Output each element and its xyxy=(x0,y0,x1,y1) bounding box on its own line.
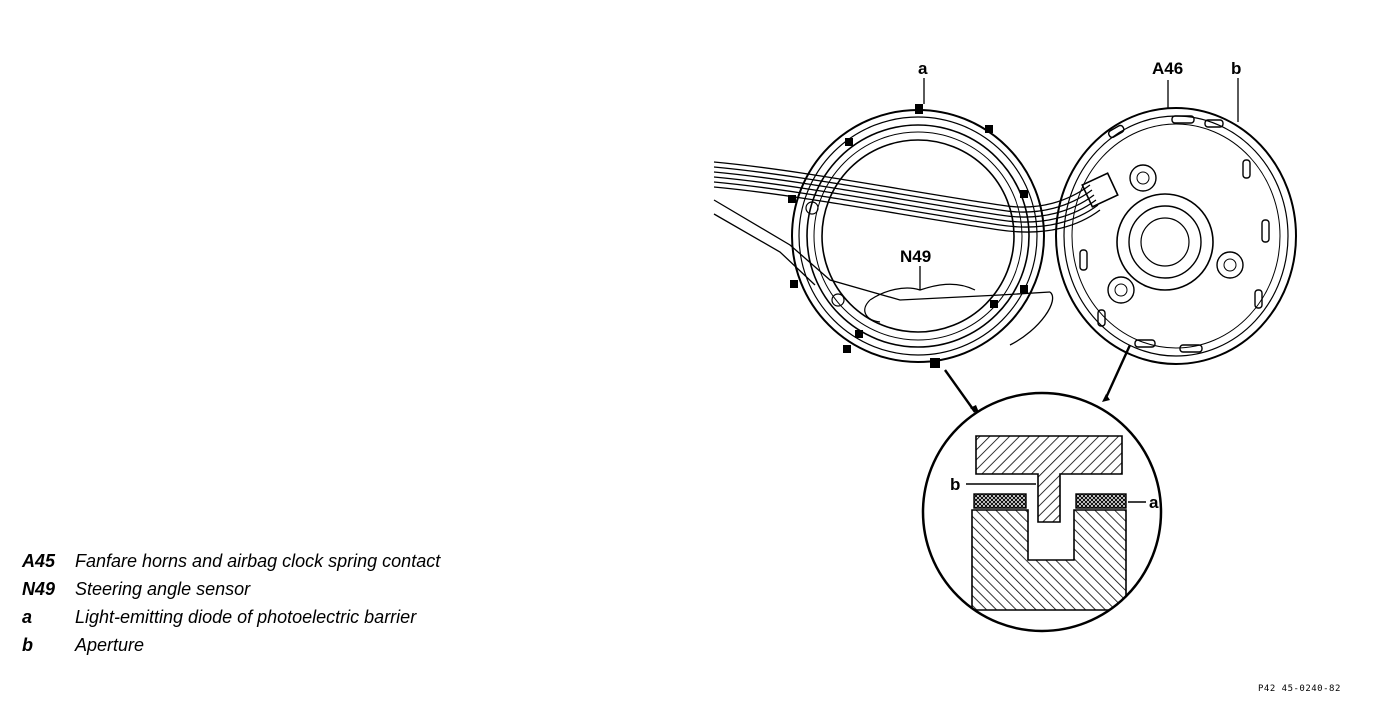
legend-code: N49 xyxy=(22,579,56,599)
legend-code: a xyxy=(22,607,33,627)
legend-item: a Light-emitting diode of photoelectric … xyxy=(22,607,440,635)
legend-item: N49 Steering angle sensor xyxy=(22,579,440,607)
photoelectric-barrier-detail xyxy=(921,391,1163,633)
detail-leader-lines xyxy=(944,344,1132,413)
callout-leaders xyxy=(919,78,1239,290)
callout-b-top: b xyxy=(1231,59,1241,78)
legend-code: b xyxy=(22,635,33,655)
callout-b-detail: b xyxy=(950,475,960,494)
legend-text: Fanfare horns and airbag clock spring co… xyxy=(75,551,441,571)
legend-code: A45 xyxy=(22,551,56,571)
callout-a46: A46 xyxy=(1152,59,1183,78)
legend-text: Steering angle sensor xyxy=(75,579,251,599)
ribbon-cable xyxy=(713,161,1101,233)
legend-text: Aperture xyxy=(75,635,145,655)
legend: A45 Fanfare horns and airbag clock sprin… xyxy=(22,551,440,663)
legend-text: Light-emitting diode of photoelectric ba… xyxy=(75,607,417,627)
steering-angle-sensor-ring xyxy=(788,104,1045,368)
callout-a-detail: a xyxy=(1149,493,1159,512)
figure-code: P42 45-0240-82 xyxy=(1258,684,1341,694)
mounting-bracket xyxy=(713,199,1054,346)
callout-n49: N49 xyxy=(900,247,931,266)
callout-a-top: a xyxy=(918,59,928,78)
legend-item: b Aperture xyxy=(22,635,440,663)
legend-item: A45 Fanfare horns and airbag clock sprin… xyxy=(22,551,440,579)
clock-spring-disc xyxy=(1055,107,1297,365)
